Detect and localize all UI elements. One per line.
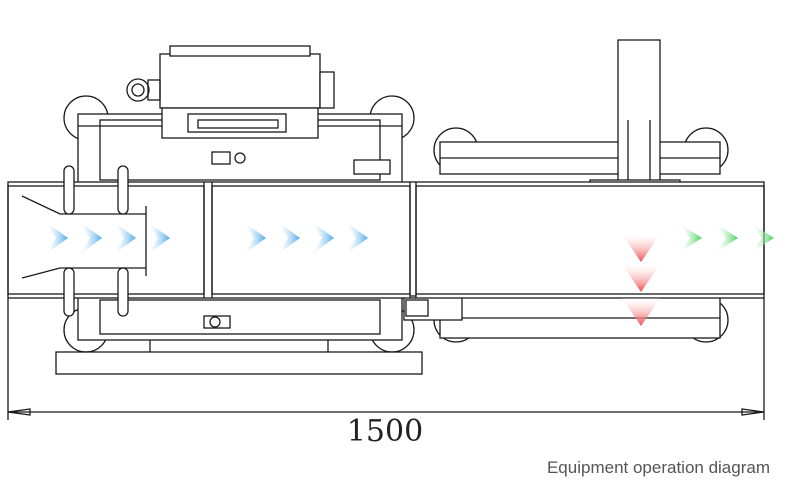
reject-arrow-icon (622, 298, 660, 326)
guide-post (63, 165, 75, 215)
sensor-column (617, 39, 661, 183)
flow-arrows-in (46, 222, 368, 254)
diagram-caption: Equipment operation diagram (546, 458, 770, 477)
flow-arrow-icon (114, 222, 136, 254)
base-plate (55, 351, 423, 375)
flow-arrow-icon (752, 224, 774, 252)
reject-arrows (622, 234, 660, 326)
reject-arrow-icon (622, 234, 660, 262)
flow-arrow-icon (148, 222, 170, 254)
conveyor-2 (211, 181, 411, 299)
motor-housing (159, 53, 321, 109)
flow-arrow-icon (46, 222, 68, 254)
flow-arrow-icon (680, 224, 702, 252)
flow-arrow-icon (244, 222, 266, 254)
guide-post (63, 267, 75, 317)
handwheel-icon (126, 78, 150, 102)
conveyor-1 (7, 181, 205, 299)
flow-arrow-icon (346, 222, 368, 254)
conveyor-3 (415, 181, 765, 299)
dimension-label: 1500 (346, 414, 424, 449)
reject-arrow-icon (622, 264, 660, 292)
flow-arrow-icon (80, 222, 102, 254)
flow-arrow-icon (278, 222, 300, 254)
guide-post (117, 165, 129, 215)
flow-arrow-icon (312, 222, 334, 254)
guide-post (117, 267, 129, 317)
flow-arrow-icon (716, 224, 738, 252)
flow-arrows-out (680, 224, 774, 252)
